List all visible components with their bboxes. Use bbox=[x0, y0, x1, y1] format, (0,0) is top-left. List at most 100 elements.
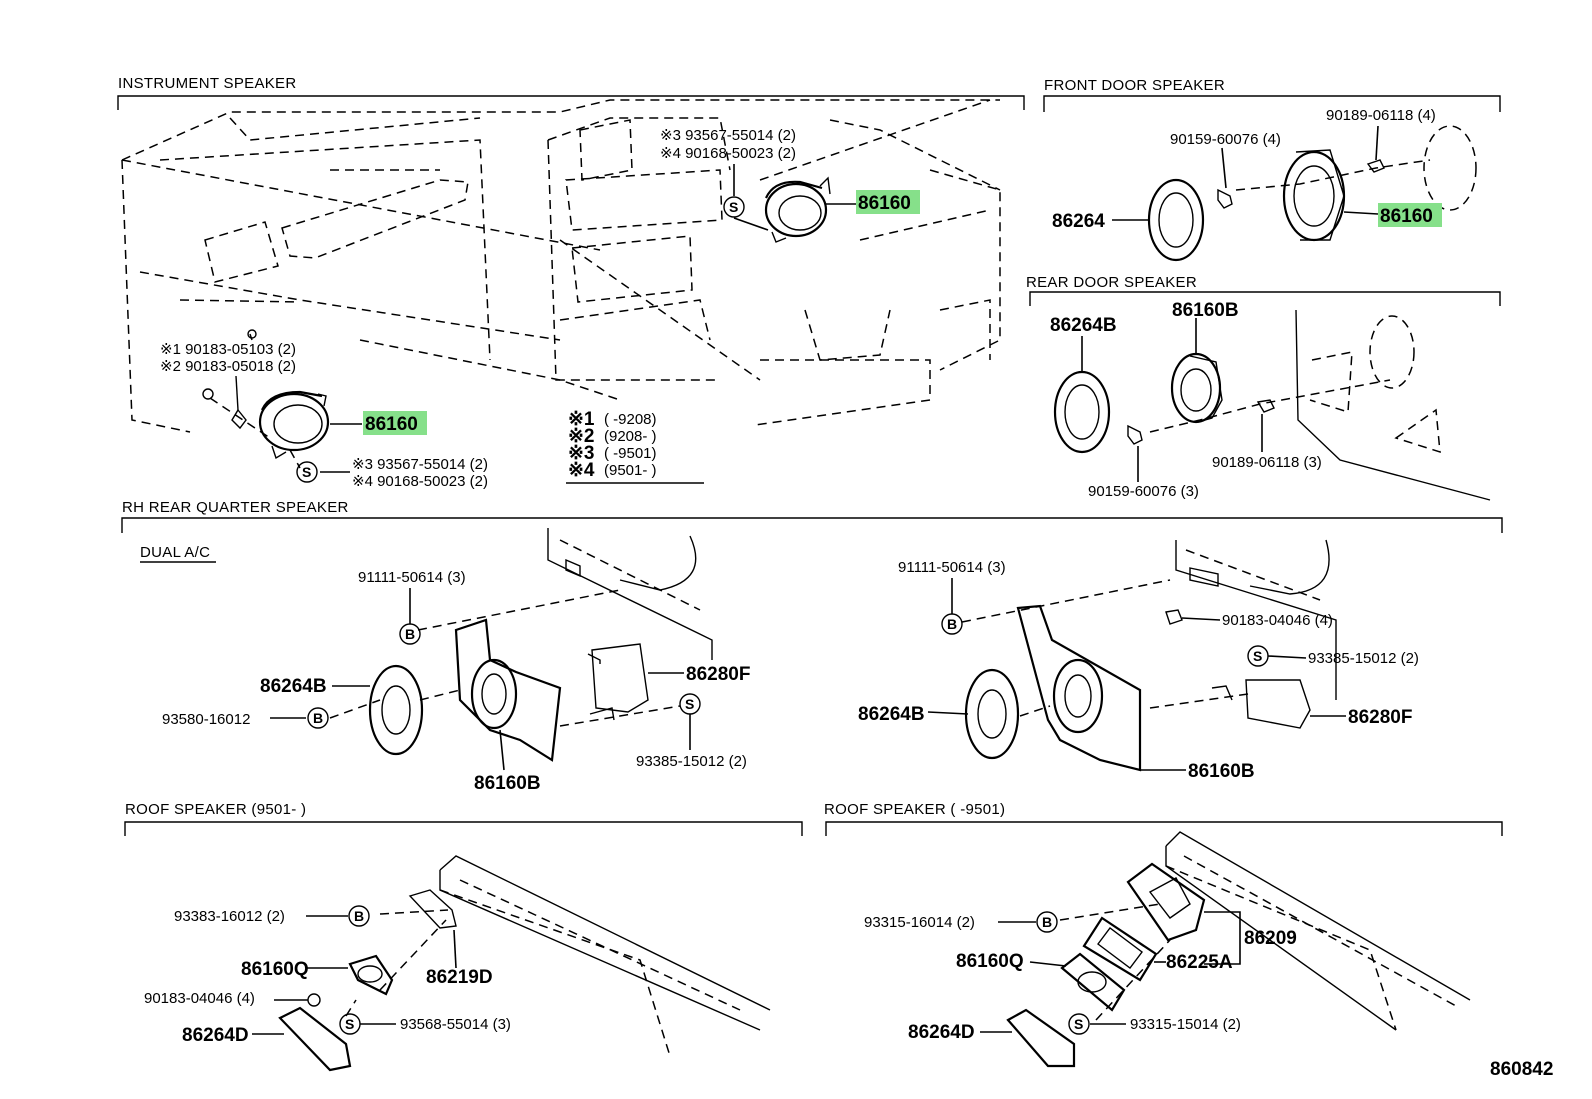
roof-left-s-symbol: S bbox=[339, 1013, 361, 1035]
svg-text:B: B bbox=[947, 616, 957, 632]
part-label-90168-50023-top: ※4 90168-50023 (2) bbox=[660, 145, 796, 162]
part-label-93580-16012: 93580-16012 bbox=[162, 711, 250, 728]
rear-door-illustration bbox=[1053, 309, 1491, 501]
svg-text:※4: ※4 bbox=[568, 460, 595, 481]
instrument-leaders bbox=[209, 164, 856, 473]
quarter-left-illustration bbox=[329, 528, 713, 762]
section-title-front-door-speaker: FRONT DOOR SPEAKER bbox=[1044, 77, 1225, 94]
quarter-left-s-symbol: S bbox=[679, 693, 701, 715]
front-door-illustration bbox=[1147, 125, 1477, 262]
svg-text:S: S bbox=[345, 1016, 354, 1032]
part-label-86264B-rear-door[interactable]: 86264B bbox=[1050, 315, 1117, 336]
quarter-right-illustration bbox=[961, 539, 1337, 772]
part-label-86209[interactable]: 86209 bbox=[1244, 928, 1297, 949]
roof-right-leaders bbox=[980, 911, 1241, 1033]
part-label-86280F-right[interactable]: 86280F bbox=[1348, 707, 1412, 728]
quarter-left-b-symbol-bolt: B bbox=[307, 707, 329, 729]
part-label-90189-06118-rear: 90189-06118 (3) bbox=[1212, 454, 1322, 471]
front-door-leaders bbox=[1112, 125, 1379, 221]
part-label-91111-50614-right: 91111-50614 (3) bbox=[898, 559, 1006, 576]
part-label-93567-55014-bottom: ※3 93567-55014 (2) bbox=[352, 456, 488, 473]
instrument-speaker-right-icon bbox=[764, 176, 831, 243]
part-label-90168-50023-bottom: ※4 90168-50023 (2) bbox=[352, 473, 488, 490]
svg-text:B: B bbox=[313, 710, 323, 726]
part-label-86219D[interactable]: 86219D bbox=[426, 967, 493, 988]
quarter-right-b-symbol: B bbox=[941, 613, 963, 635]
part-label-86280F-left[interactable]: 86280F bbox=[686, 664, 750, 685]
part-label-93385-15012-right: 93385-15012 (2) bbox=[1308, 650, 1419, 667]
section-title-roof-speaker-a: ROOF SPEAKER (9501- ) bbox=[125, 801, 306, 818]
part-label-86160B-rear-door[interactable]: 86160B bbox=[1172, 300, 1239, 321]
instrument-panel-illustration bbox=[121, 99, 1001, 433]
quarter-left-b-symbol-top: B bbox=[399, 623, 421, 645]
instrument-s-symbol-bottom: S bbox=[296, 461, 318, 483]
part-label-86160-instrument-right[interactable]: 86160 bbox=[858, 193, 911, 214]
part-label-86160B-quarter-right[interactable]: 86160B bbox=[1188, 761, 1255, 782]
part-label-86264D-left[interactable]: 86264D bbox=[182, 1025, 249, 1046]
part-label-91111-50614-left: 91111-50614 (3) bbox=[358, 569, 466, 586]
roof-right-illustration bbox=[1006, 831, 1471, 1068]
part-label-90183-04046-roof: 90183-04046 (4) bbox=[144, 990, 255, 1007]
figure-number: 860842 bbox=[1490, 1059, 1553, 1080]
highlight-86160-front-door bbox=[1378, 203, 1442, 227]
svg-text:S: S bbox=[685, 696, 694, 712]
svg-text:(9501- ): (9501- ) bbox=[604, 462, 657, 479]
part-label-86264B-quarter-right[interactable]: 86264B bbox=[858, 704, 925, 725]
part-label-93315-15014: 93315-15014 (2) bbox=[1130, 1016, 1241, 1033]
part-label-86264[interactable]: 86264 bbox=[1052, 211, 1105, 232]
svg-text:※3: ※3 bbox=[568, 443, 595, 464]
part-label-90183-04046-quarter: 90183-04046 (4) bbox=[1222, 612, 1333, 629]
highlight-86160-instrument-left bbox=[363, 411, 427, 435]
svg-text:B: B bbox=[405, 626, 415, 642]
part-label-86160Q-left[interactable]: 86160Q bbox=[241, 959, 309, 980]
section-frames bbox=[117, 95, 1503, 836]
part-label-93568-55014: 93568-55014 (3) bbox=[400, 1016, 511, 1033]
note-90183-05018: ※2 90183-05018 (2) bbox=[160, 358, 296, 375]
roof-right-s-symbol: S bbox=[1068, 1013, 1090, 1035]
section-title-dual-ac: DUAL A/C bbox=[140, 544, 210, 561]
part-label-90159-60076-front: 90159-60076 (4) bbox=[1170, 131, 1281, 148]
section-title-rear-door-speaker: REAR DOOR SPEAKER bbox=[1026, 274, 1197, 291]
svg-text:(9208- ): (9208- ) bbox=[604, 428, 657, 445]
svg-text:※2: ※2 bbox=[568, 426, 595, 447]
svg-text:B: B bbox=[354, 908, 364, 924]
note-90183-05103: ※1 90183-05103 (2) bbox=[160, 341, 296, 358]
section-title-rh-rear-quarter-speaker: RH REAR QUARTER SPEAKER bbox=[122, 499, 349, 516]
part-label-86160-instrument-left[interactable]: 86160 bbox=[365, 414, 418, 435]
section-title-roof-speaker-b: ROOF SPEAKER ( -9501) bbox=[824, 801, 1005, 818]
part-label-86160-front-door[interactable]: 86160 bbox=[1380, 206, 1433, 227]
part-label-86225A[interactable]: 86225A bbox=[1166, 952, 1233, 973]
roof-left-illustration bbox=[278, 855, 771, 1072]
part-label-90159-60076-rear: 90159-60076 (3) bbox=[1088, 483, 1199, 500]
svg-text:S: S bbox=[1253, 648, 1262, 664]
part-label-93567-55014-top: ※3 93567-55014 (2) bbox=[660, 127, 796, 144]
part-label-86264D-right[interactable]: 86264D bbox=[908, 1022, 975, 1043]
section-title-instrument-speaker: INSTRUMENT SPEAKER bbox=[118, 75, 297, 92]
instrument-speaker-left-icon bbox=[258, 390, 330, 460]
date-range-legend: ※1 ( -9208) ※2 (9208- ) ※3 ( -9501) ※4 (… bbox=[566, 409, 704, 484]
svg-text:※1: ※1 bbox=[568, 409, 595, 430]
quarter-right-s-symbol: S bbox=[1247, 645, 1269, 667]
part-label-93315-16014: 93315-16014 (2) bbox=[864, 914, 975, 931]
part-label-86264B-quarter-left[interactable]: 86264B bbox=[260, 676, 327, 697]
part-label-86160Q-right[interactable]: 86160Q bbox=[956, 951, 1024, 972]
svg-text:( -9501): ( -9501) bbox=[604, 445, 657, 462]
roof-left-leaders bbox=[252, 915, 457, 1035]
svg-text:B: B bbox=[1042, 914, 1052, 930]
highlight-86160-instrument-right bbox=[856, 190, 920, 214]
part-label-90189-06118-front: 90189-06118 (4) bbox=[1326, 107, 1436, 124]
svg-text:( -9208): ( -9208) bbox=[604, 411, 657, 428]
instrument-small-parts bbox=[202, 329, 257, 430]
rear-door-leaders bbox=[1081, 318, 1263, 482]
quarter-left-leaders bbox=[270, 588, 691, 771]
svg-text:S: S bbox=[1074, 1016, 1083, 1032]
part-label-86160B-quarter-left[interactable]: 86160B bbox=[474, 773, 541, 794]
svg-text:S: S bbox=[302, 464, 311, 480]
roof-right-b-symbol: B bbox=[1036, 911, 1058, 933]
part-label-93385-15012-left: 93385-15012 (2) bbox=[636, 753, 747, 770]
svg-text:S: S bbox=[729, 199, 738, 215]
roof-left-b-symbol: B bbox=[348, 905, 370, 927]
instrument-s-symbol-top: S bbox=[723, 196, 745, 218]
part-label-93383-16012: 93383-16012 (2) bbox=[174, 908, 285, 925]
